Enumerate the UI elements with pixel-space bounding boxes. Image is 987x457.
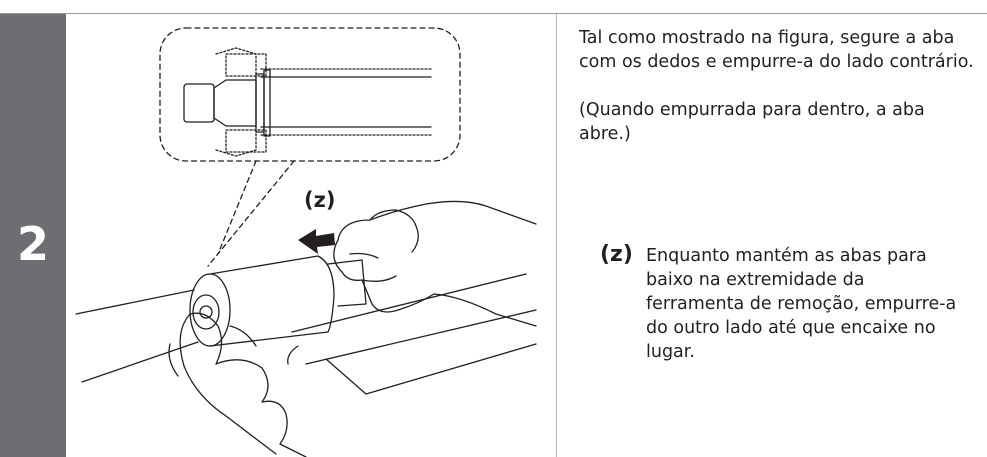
step-number-bar xyxy=(0,14,66,457)
right-hand xyxy=(333,200,537,327)
instruction-text: Tal como mostrado na figura, segure a ab… xyxy=(579,26,974,146)
callout-note-label: (z) xyxy=(600,242,633,267)
callout-note-text: Enquanto mantém as abas para baixo na ex… xyxy=(646,246,957,362)
roller-illustration xyxy=(75,27,537,457)
illustration-callout-label: (z) xyxy=(304,188,336,212)
step-number: 2 xyxy=(16,217,49,271)
top-rule xyxy=(0,13,987,14)
push-arrow xyxy=(298,229,335,254)
column-divider xyxy=(556,14,557,457)
detail-callout-bubble xyxy=(159,27,461,162)
instruction-paragraph: Tal como mostrado na figura, segure a ab… xyxy=(579,28,974,72)
roller xyxy=(189,255,367,347)
left-hand xyxy=(168,312,307,457)
instruction-note-paragraph: (Quando empurrada para dentro, a aba abr… xyxy=(579,100,925,144)
